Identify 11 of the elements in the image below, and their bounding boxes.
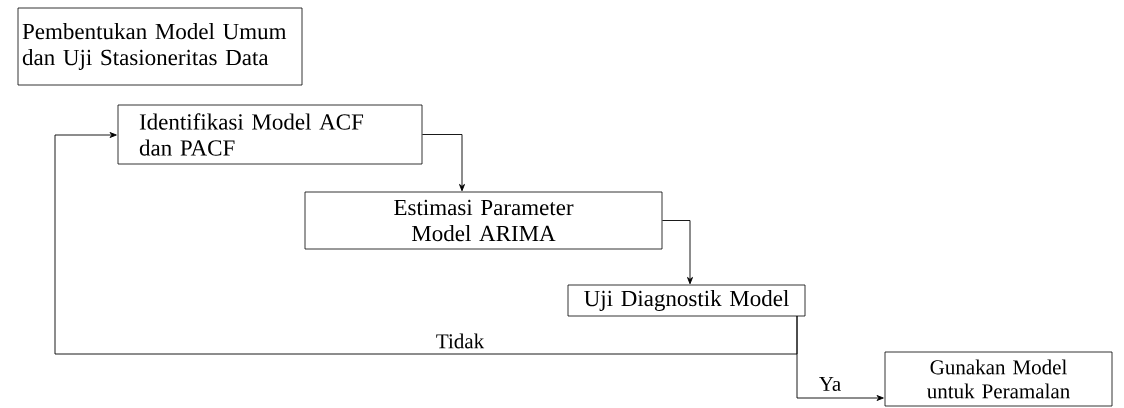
process-box: Gunakan Model untuk Peramalan xyxy=(884,351,1113,407)
process-box: Uji Diagnostik Model xyxy=(567,284,806,317)
process-box: Pembentukan Model Umum dan Uji Stasioneritas Data xyxy=(17,7,303,86)
edge-label: Tidak xyxy=(436,333,485,349)
arrow xyxy=(661,220,693,285)
edge-label: Ya xyxy=(819,377,841,391)
process-box: Identifikasi Model ACF dan PACF xyxy=(117,104,423,165)
arrow xyxy=(796,315,884,401)
process-box: Estimasi Parameter Model ARIMA xyxy=(304,191,663,250)
arrow xyxy=(54,132,798,355)
arrow xyxy=(421,134,465,192)
